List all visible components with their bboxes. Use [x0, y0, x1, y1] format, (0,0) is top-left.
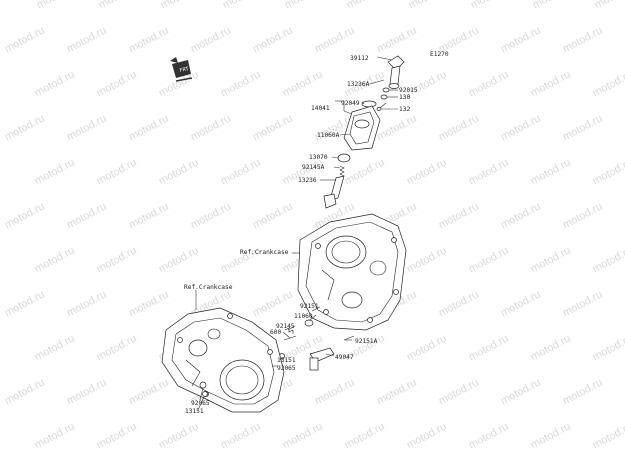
label-130: 130: [399, 94, 410, 101]
part-49047: [309, 347, 335, 371]
label-92151: 92151: [300, 303, 319, 310]
front-arrow-icon: FRT: [170, 57, 193, 82]
label-13070: 13070: [309, 154, 328, 161]
label-11060A: 11060A: [317, 132, 340, 139]
leader-lines: [195, 56, 398, 411]
part-39112: [387, 55, 405, 89]
label-92015: 92015: [399, 87, 418, 94]
label-13151-lower: 13151: [185, 408, 204, 415]
label-92151A: 92151A: [355, 338, 378, 345]
label-600: 600: [270, 329, 281, 336]
label-92065-lower: 92065: [191, 400, 210, 407]
label-49047: 49047: [335, 354, 354, 361]
ref-lower-crankcase: Ref.Crankcase: [184, 284, 233, 291]
lower-crankcase: [161, 307, 285, 413]
label-92145A: 92145A: [302, 164, 325, 171]
label-13236: 13236: [298, 177, 317, 184]
part-92145: [284, 327, 294, 334]
label-132: 132: [399, 106, 410, 113]
part-13070: [337, 153, 351, 163]
diagram-code: E1270: [430, 51, 449, 58]
part-13151-lower: [202, 391, 208, 397]
label-13236A: 13236A: [347, 81, 370, 88]
part-13236: [323, 175, 345, 209]
label-11060: 11060: [294, 313, 313, 320]
part-130: [380, 94, 388, 100]
label-92145: 92145: [276, 323, 295, 330]
part-92145A: [339, 165, 345, 177]
part-14041: [343, 105, 381, 151]
label-13151-upper: 13151: [277, 357, 296, 364]
part-132: [376, 102, 387, 111]
upper-crankcase: [297, 213, 407, 331]
part-92151A: [343, 335, 355, 341]
label-92049: 92049: [341, 100, 360, 107]
part-92049: [361, 100, 377, 108]
label-39112: 39112: [350, 55, 369, 62]
part-11060: [304, 319, 314, 327]
label-92065-upper: 92065: [277, 365, 296, 372]
part-92065-lower: [199, 381, 207, 389]
ref-upper-crankcase: Ref.Crankcase: [240, 249, 289, 256]
svg-text:FRT: FRT: [179, 66, 190, 74]
label-14041: 14041: [311, 105, 330, 112]
part-92015: [382, 87, 390, 93]
